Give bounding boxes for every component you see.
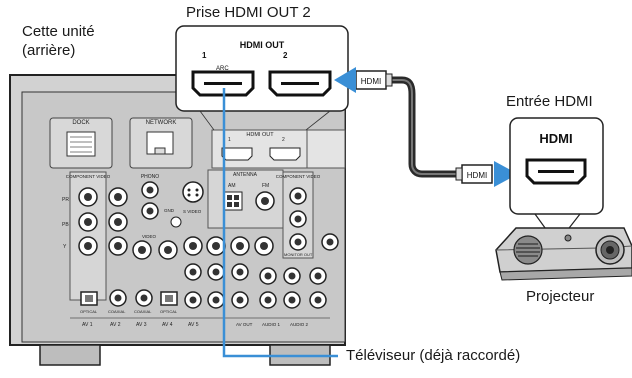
rca-jack (232, 292, 248, 308)
av4-label: AV 4 (162, 322, 173, 328)
unit-label-line2: (arrière) (22, 41, 95, 60)
rca-jack (255, 237, 273, 255)
rca-jack (109, 213, 127, 231)
rca-jack (79, 188, 97, 206)
rca-jack (208, 292, 224, 308)
av-out-label: AV OUT (236, 322, 253, 327)
rca-jack (208, 264, 224, 280)
s-video-jack (183, 182, 203, 202)
fm-label: FM (262, 183, 269, 189)
rca-jack (184, 237, 202, 255)
rca-jack (290, 234, 306, 250)
pb-label: PB (62, 222, 69, 228)
rca-jack (79, 237, 97, 255)
hdmi-input-title: Entrée HDMI (506, 92, 593, 111)
am-label: AM (228, 183, 236, 189)
rca-jack (232, 264, 248, 280)
av1-label: AV 1 (82, 322, 93, 328)
rca-jack (284, 268, 300, 284)
hdmi-plug-top-label: HDMI (361, 77, 381, 86)
hdmi-small-port2-label: 2 (282, 137, 285, 143)
hdmi-small-port-1 (222, 148, 252, 160)
zoom-port2-label: 2 (283, 51, 288, 60)
rca-jack (290, 211, 306, 227)
pr-label: PR (62, 197, 69, 203)
optical-label: OPTICAL (80, 309, 98, 314)
av5-label: AV 5 (188, 322, 199, 328)
projector-lens-icon (596, 236, 624, 264)
dock-label: DOCK (72, 120, 89, 126)
zoom-hdmi-out-header: HDMI OUT (240, 40, 285, 50)
tv-label: Téléviseur (déjà raccordé) (346, 346, 520, 365)
rca-jack (185, 264, 201, 280)
rca-jack (185, 292, 201, 308)
fm-jack (256, 192, 274, 210)
projector-vent-icon (514, 236, 542, 264)
rca-jack (284, 292, 300, 308)
gnd-label: GND (164, 208, 175, 213)
rca-jack (260, 292, 276, 308)
optical-label-2: OPTICAL (160, 309, 178, 314)
hdmi-out-title: Prise HDMI OUT 2 (186, 3, 311, 22)
audio2-label: AUDIO 2 (290, 322, 309, 327)
video-label: VIDEO (142, 234, 157, 239)
zoom-port1-label: 1 (202, 51, 207, 60)
phono-label: PHONO (141, 174, 159, 180)
rca-jack (133, 241, 151, 259)
av2-label: AV 2 (110, 322, 121, 328)
component-video-label-2: COMPONENT VIDEO (276, 174, 321, 179)
component-video-label: COMPONENT VIDEO (66, 174, 111, 179)
coaxial-label-2: COAXIAL (134, 309, 152, 314)
hdmi-plug-bottom-label: HDMI (467, 171, 487, 180)
receiver-rear-panel: DOCK NETWORK HDMI OUT 1 2 COMPONENT VIDE… (10, 75, 345, 365)
coaxial-jack (136, 290, 152, 306)
rca-jack (231, 237, 249, 255)
unit-label: Cette unité (arrière) (22, 22, 95, 60)
projector-label: Projecteur (526, 287, 594, 306)
hdmi-input-label: HDMI (539, 131, 572, 146)
s-video-label: S VIDEO (183, 209, 202, 214)
coaxial-jack (110, 290, 126, 306)
rca-jack (109, 188, 127, 206)
rca-jack (142, 182, 158, 198)
rca-jack (109, 237, 127, 255)
network-label: NETWORK (146, 120, 177, 126)
hdmi-small-port-2 (270, 148, 300, 160)
rca-jack (159, 241, 177, 259)
antenna-label: ANTENNA (233, 172, 258, 178)
rca-jack (79, 213, 97, 231)
rca-jack (207, 237, 225, 255)
rca-jack (310, 268, 326, 284)
rca-jack (290, 188, 306, 204)
rca-jack (310, 292, 326, 308)
hdmi-small-port1-label: 1 (228, 137, 231, 143)
unit-label-line1: Cette unité (22, 22, 95, 41)
monitor-out-label: MONITOR OUT (284, 252, 313, 257)
hdmi-input-panel: HDMI (510, 118, 603, 232)
audio1-label: AUDIO 1 (262, 322, 281, 327)
rca-jack (260, 268, 276, 284)
rca-jack (142, 203, 158, 219)
hdmi-out-small-label: HDMI OUT (246, 132, 274, 138)
av3-label: AV 3 (136, 322, 147, 328)
coaxial-label: COAXIAL (108, 309, 126, 314)
projector (496, 228, 632, 280)
rca-jack (322, 234, 338, 250)
receiver-foot (40, 345, 100, 365)
hdmi-cable: HDMI HDMI (334, 67, 518, 187)
